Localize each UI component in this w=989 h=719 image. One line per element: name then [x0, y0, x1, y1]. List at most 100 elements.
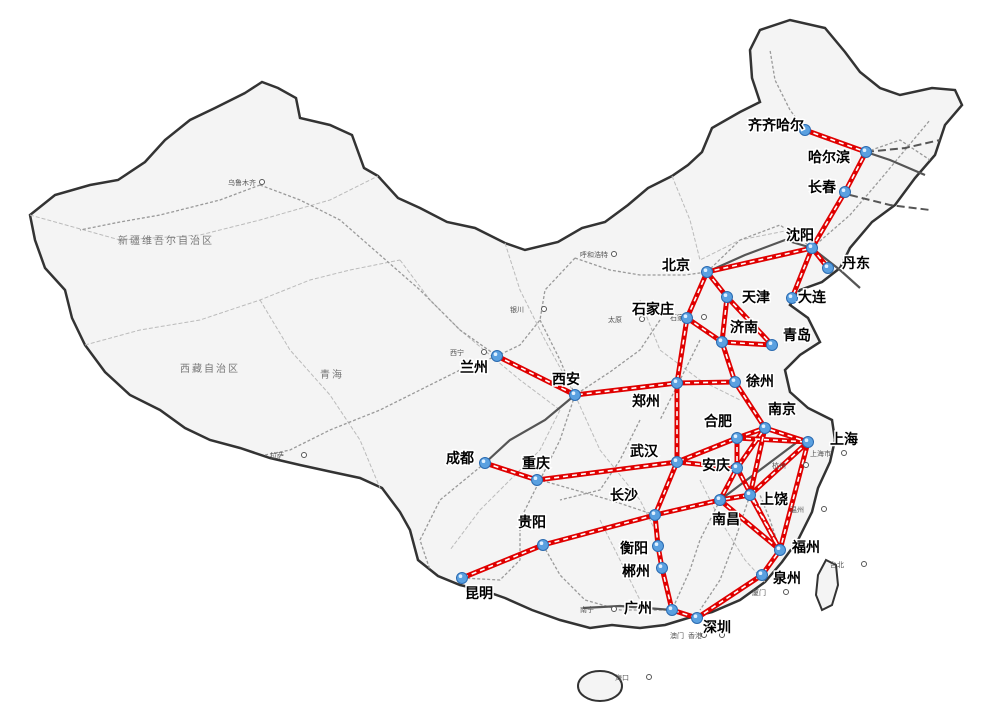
minor-label-taiyuan: 太原 [608, 315, 622, 324]
city-label-shenyang: 沈阳 [786, 227, 814, 244]
city-node-changsha [649, 509, 661, 521]
city-node-shijiazhuang [681, 312, 693, 324]
city-label-jinan: 济南 [730, 319, 758, 336]
city-node-nanjing [759, 422, 771, 434]
hsr-dash-9 [484, 427, 766, 481]
city-node-highlight-shijiazhuang [683, 314, 688, 319]
city-label-shanghai: 上海 [830, 431, 858, 448]
city-label-anqing: 安庆 [702, 457, 730, 474]
minor-dot-xiamen [783, 589, 789, 595]
city-node-highlight-changchun [841, 188, 846, 192]
city-label-qingdao: 青岛 [783, 327, 811, 344]
city-label-wuhan: 武汉 [630, 443, 659, 460]
minor-label-shanghai_small: 上海市 [810, 449, 831, 458]
city-label-nanchang: 南昌 [712, 511, 740, 528]
city-node-highlight-chenzhou [658, 564, 663, 568]
province-borders [29, 175, 791, 601]
city-node-highlight-chengdu [481, 459, 486, 464]
city-node-hengyang [652, 540, 664, 552]
city-node-guiyang [537, 539, 549, 551]
city-node-highlight-quanzhou [758, 571, 763, 575]
hsr-line-2 [789, 245, 815, 301]
city-node-nanchang [714, 494, 726, 506]
city-node-highlight-tianjin [723, 293, 728, 298]
hsr-dash-14 [461, 544, 544, 579]
city-node-highlight-zhengzhou [673, 379, 678, 384]
hsr-dash-8 [496, 355, 736, 396]
city-node-highlight-wuhan [673, 458, 678, 463]
city-node-highlight-beijing [703, 268, 708, 273]
city-node-haerbin [860, 146, 872, 158]
minor-dot-taiyuan [639, 316, 645, 322]
hsr-dash-11 [676, 427, 766, 469]
regular-rail-network [79, 49, 931, 611]
city-node-kunming [456, 572, 468, 584]
minor-dot-huhehaote [611, 251, 617, 257]
minor-dot-haikou [646, 674, 652, 680]
minor-label-xining: 西宁 [450, 348, 464, 357]
city-node-chengdu [479, 457, 491, 469]
city-node-highlight-qiqihaer [801, 126, 806, 130]
city-label-shijiazhuang: 石家庄 [631, 301, 674, 318]
city-node-lanzhou [491, 350, 503, 362]
hsr-dash-13 [542, 514, 656, 546]
city-label-qiqihaer: 齐齐哈尔 [748, 117, 804, 134]
city-node-shangrao [744, 489, 756, 501]
city-label-shangrao: 上饶 [760, 491, 788, 508]
minor-label-yinchuan: 银川 [510, 305, 524, 314]
minor-label-hangzhou: 杭州 [772, 461, 786, 470]
city-node-wuhan [671, 456, 683, 468]
city-label-kunming: 昆明 [465, 586, 493, 602]
minor-dot-shijiazhuang_small [701, 314, 707, 320]
minor-label-wenzhou: 温州 [790, 505, 804, 514]
city-node-fuzhou [774, 544, 786, 556]
city-node-jinan [716, 336, 728, 348]
minor-dot-nanning [611, 606, 617, 612]
city-node-highlight-hengyang [654, 542, 659, 546]
minor-label-nanning: 南宁 [580, 605, 594, 614]
city-node-highlight-jinan [718, 338, 723, 343]
city-node-hefei [731, 432, 743, 444]
minor-label-haikou: 海口 [615, 673, 629, 682]
minor-dot-lasa [301, 452, 307, 458]
city-nodes [456, 124, 872, 624]
taiwan-island [814, 558, 840, 612]
hsr-dash-3 [706, 271, 809, 443]
region-label-xizang: 西藏自治区 [180, 362, 240, 375]
region-label-xinjiang: 新疆维吾尔自治区 [118, 234, 214, 247]
minor-label-xiamen: 厦门 [752, 588, 766, 597]
city-node-highlight-haerbin [862, 148, 867, 152]
city-label-guiyang: 贵阳 [518, 514, 546, 531]
city-label-chenzhou: 郴州 [622, 563, 650, 580]
city-node-shenzhen [691, 612, 703, 624]
city-node-zhengzhou [671, 377, 683, 389]
city-node-highlight-hefei [733, 434, 738, 439]
city-node-highlight-shangrao [746, 491, 751, 496]
city-node-highlight-shenzhen [693, 614, 698, 618]
minor-dot-xining [481, 349, 487, 355]
minor-label-wulumuqi: 乌鲁木齐 [228, 178, 256, 187]
minor-label-shijiazhuang_small: 石家庄 [670, 313, 691, 322]
city-node-beijing [701, 266, 713, 278]
city-node-highlight-dandong [824, 264, 829, 269]
city-node-highlight-chongqing [533, 476, 538, 481]
region-label-qinghai: 青海 [320, 368, 344, 381]
minor-label-taibei: 台北 [830, 560, 844, 569]
city-node-highlight-nanchang [716, 496, 721, 501]
city-node-highlight-xuzhou [731, 378, 736, 383]
city-label-beijing: 北京 [662, 257, 690, 274]
hsr-dash-10 [736, 437, 809, 443]
city-node-highlight-shanghai [804, 438, 809, 443]
city-label-hengyang: 衡阳 [620, 540, 648, 557]
city-label-quanzhou: 泉州 [773, 570, 801, 587]
city-label-changchun: 长春 [808, 179, 837, 196]
city-node-highlight-xian [571, 391, 576, 396]
city-label-hefei: 合肥 [704, 413, 732, 430]
city-labels: 齐齐哈尔哈尔滨长春沈阳丹东大连北京天津石家庄济南青岛兰州西安郑州徐州南京合肥上海… [445, 116, 872, 638]
city-label-chengdu: 成都 [446, 450, 474, 467]
city-node-highlight-lanzhou [493, 352, 498, 357]
city-node-highlight-fuzhou [776, 546, 781, 550]
city-label-dandong: 丹东 [842, 255, 870, 272]
